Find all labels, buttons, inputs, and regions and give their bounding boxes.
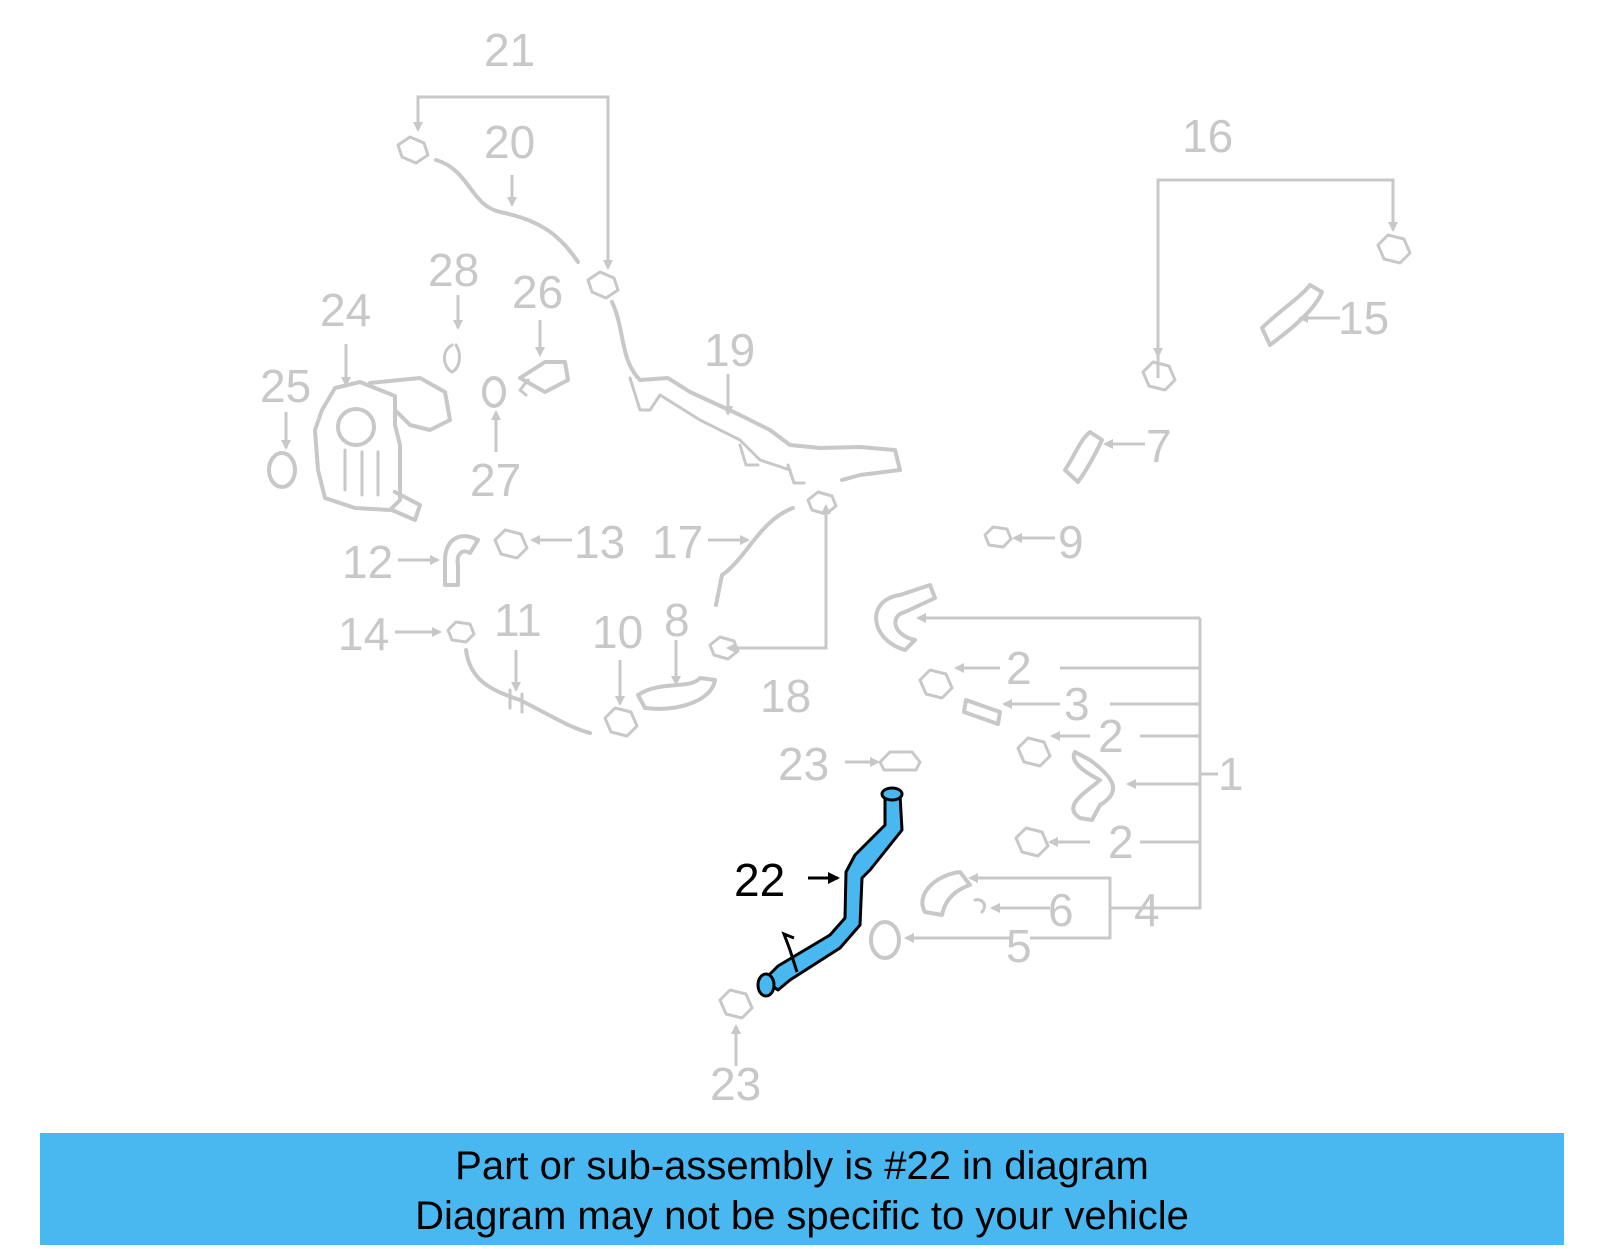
callout-23-bottom: 23 — [710, 1058, 761, 1110]
callout-18: 18 — [760, 670, 811, 722]
callout-28: 28 — [428, 244, 479, 296]
part-2-clamps — [918, 663, 1090, 858]
part-24-housing — [313, 344, 452, 522]
part-1-group — [916, 613, 1218, 910]
part-22-hose — [756, 786, 904, 998]
part-27-washer — [482, 376, 506, 452]
callout-15: 15 — [1338, 292, 1389, 344]
callout-8: 8 — [664, 594, 690, 646]
callout-27: 27 — [470, 454, 521, 506]
callout-19: 19 — [704, 324, 755, 376]
callout-7: 7 — [1146, 420, 1172, 472]
part-15-hose — [1260, 283, 1340, 347]
callout-9: 9 — [1058, 516, 1084, 568]
part-3-fitting — [962, 698, 1060, 726]
callout-12: 12 — [342, 536, 393, 588]
callout-2-bottom: 2 — [1108, 816, 1134, 868]
part-28-clip — [443, 295, 463, 374]
part-hoses-right — [874, 583, 1115, 917]
part-14-clamp — [395, 620, 476, 644]
part-12-hose — [398, 534, 480, 587]
part-19-pipe — [610, 300, 902, 485]
banner-line-disclaimer: Diagram may not be specific to your vehi… — [415, 1194, 1189, 1238]
part-16-clamps — [1141, 178, 1412, 392]
callout-26: 26 — [512, 266, 563, 318]
part-20-hose — [434, 158, 580, 264]
callout-21: 21 — [484, 24, 535, 76]
callout-20: 20 — [484, 116, 535, 168]
part-8-hose — [636, 640, 717, 711]
callout-23-top: 23 — [778, 738, 829, 790]
part-21-clamps — [396, 95, 620, 300]
part-17-hose — [708, 506, 795, 607]
callout-2-top: 2 — [1006, 642, 1032, 694]
part-25-oring — [267, 412, 297, 489]
callout-17: 17 — [652, 516, 703, 568]
callout-13: 13 — [574, 516, 625, 568]
part-9-clamp — [983, 525, 1055, 549]
callout-5: 5 — [1006, 920, 1032, 972]
callout-10: 10 — [592, 606, 643, 658]
callout-14: 14 — [338, 608, 389, 660]
callout-2-mid: 2 — [1098, 710, 1124, 762]
info-banner: Part or sub-assembly is #22 in diagram D… — [40, 1133, 1564, 1245]
callout-11: 11 — [494, 594, 542, 646]
part-26-sensor — [518, 320, 570, 397]
part-18-clamps — [708, 490, 838, 661]
callout-22: 22 — [734, 854, 785, 906]
part-13-clamp — [493, 528, 572, 560]
callout-1: 1 — [1218, 748, 1244, 800]
callout-16: 16 — [1182, 110, 1233, 162]
callout-4: 4 — [1134, 884, 1160, 936]
part-23-clamp-lower — [718, 988, 754, 1066]
callout-6: 6 — [1048, 884, 1074, 936]
callout-3: 3 — [1064, 678, 1090, 730]
part-23-clamp-upper — [845, 750, 922, 772]
part-11-hose — [464, 648, 592, 735]
banner-line-part: Part or sub-assembly is #22 in diagram — [455, 1144, 1149, 1188]
part-4-6-5 — [869, 873, 1120, 960]
callout-24: 24 — [320, 284, 371, 336]
callout-25: 25 — [260, 360, 311, 412]
part-10-clamp — [603, 660, 639, 738]
part-7-hose — [1063, 430, 1145, 484]
